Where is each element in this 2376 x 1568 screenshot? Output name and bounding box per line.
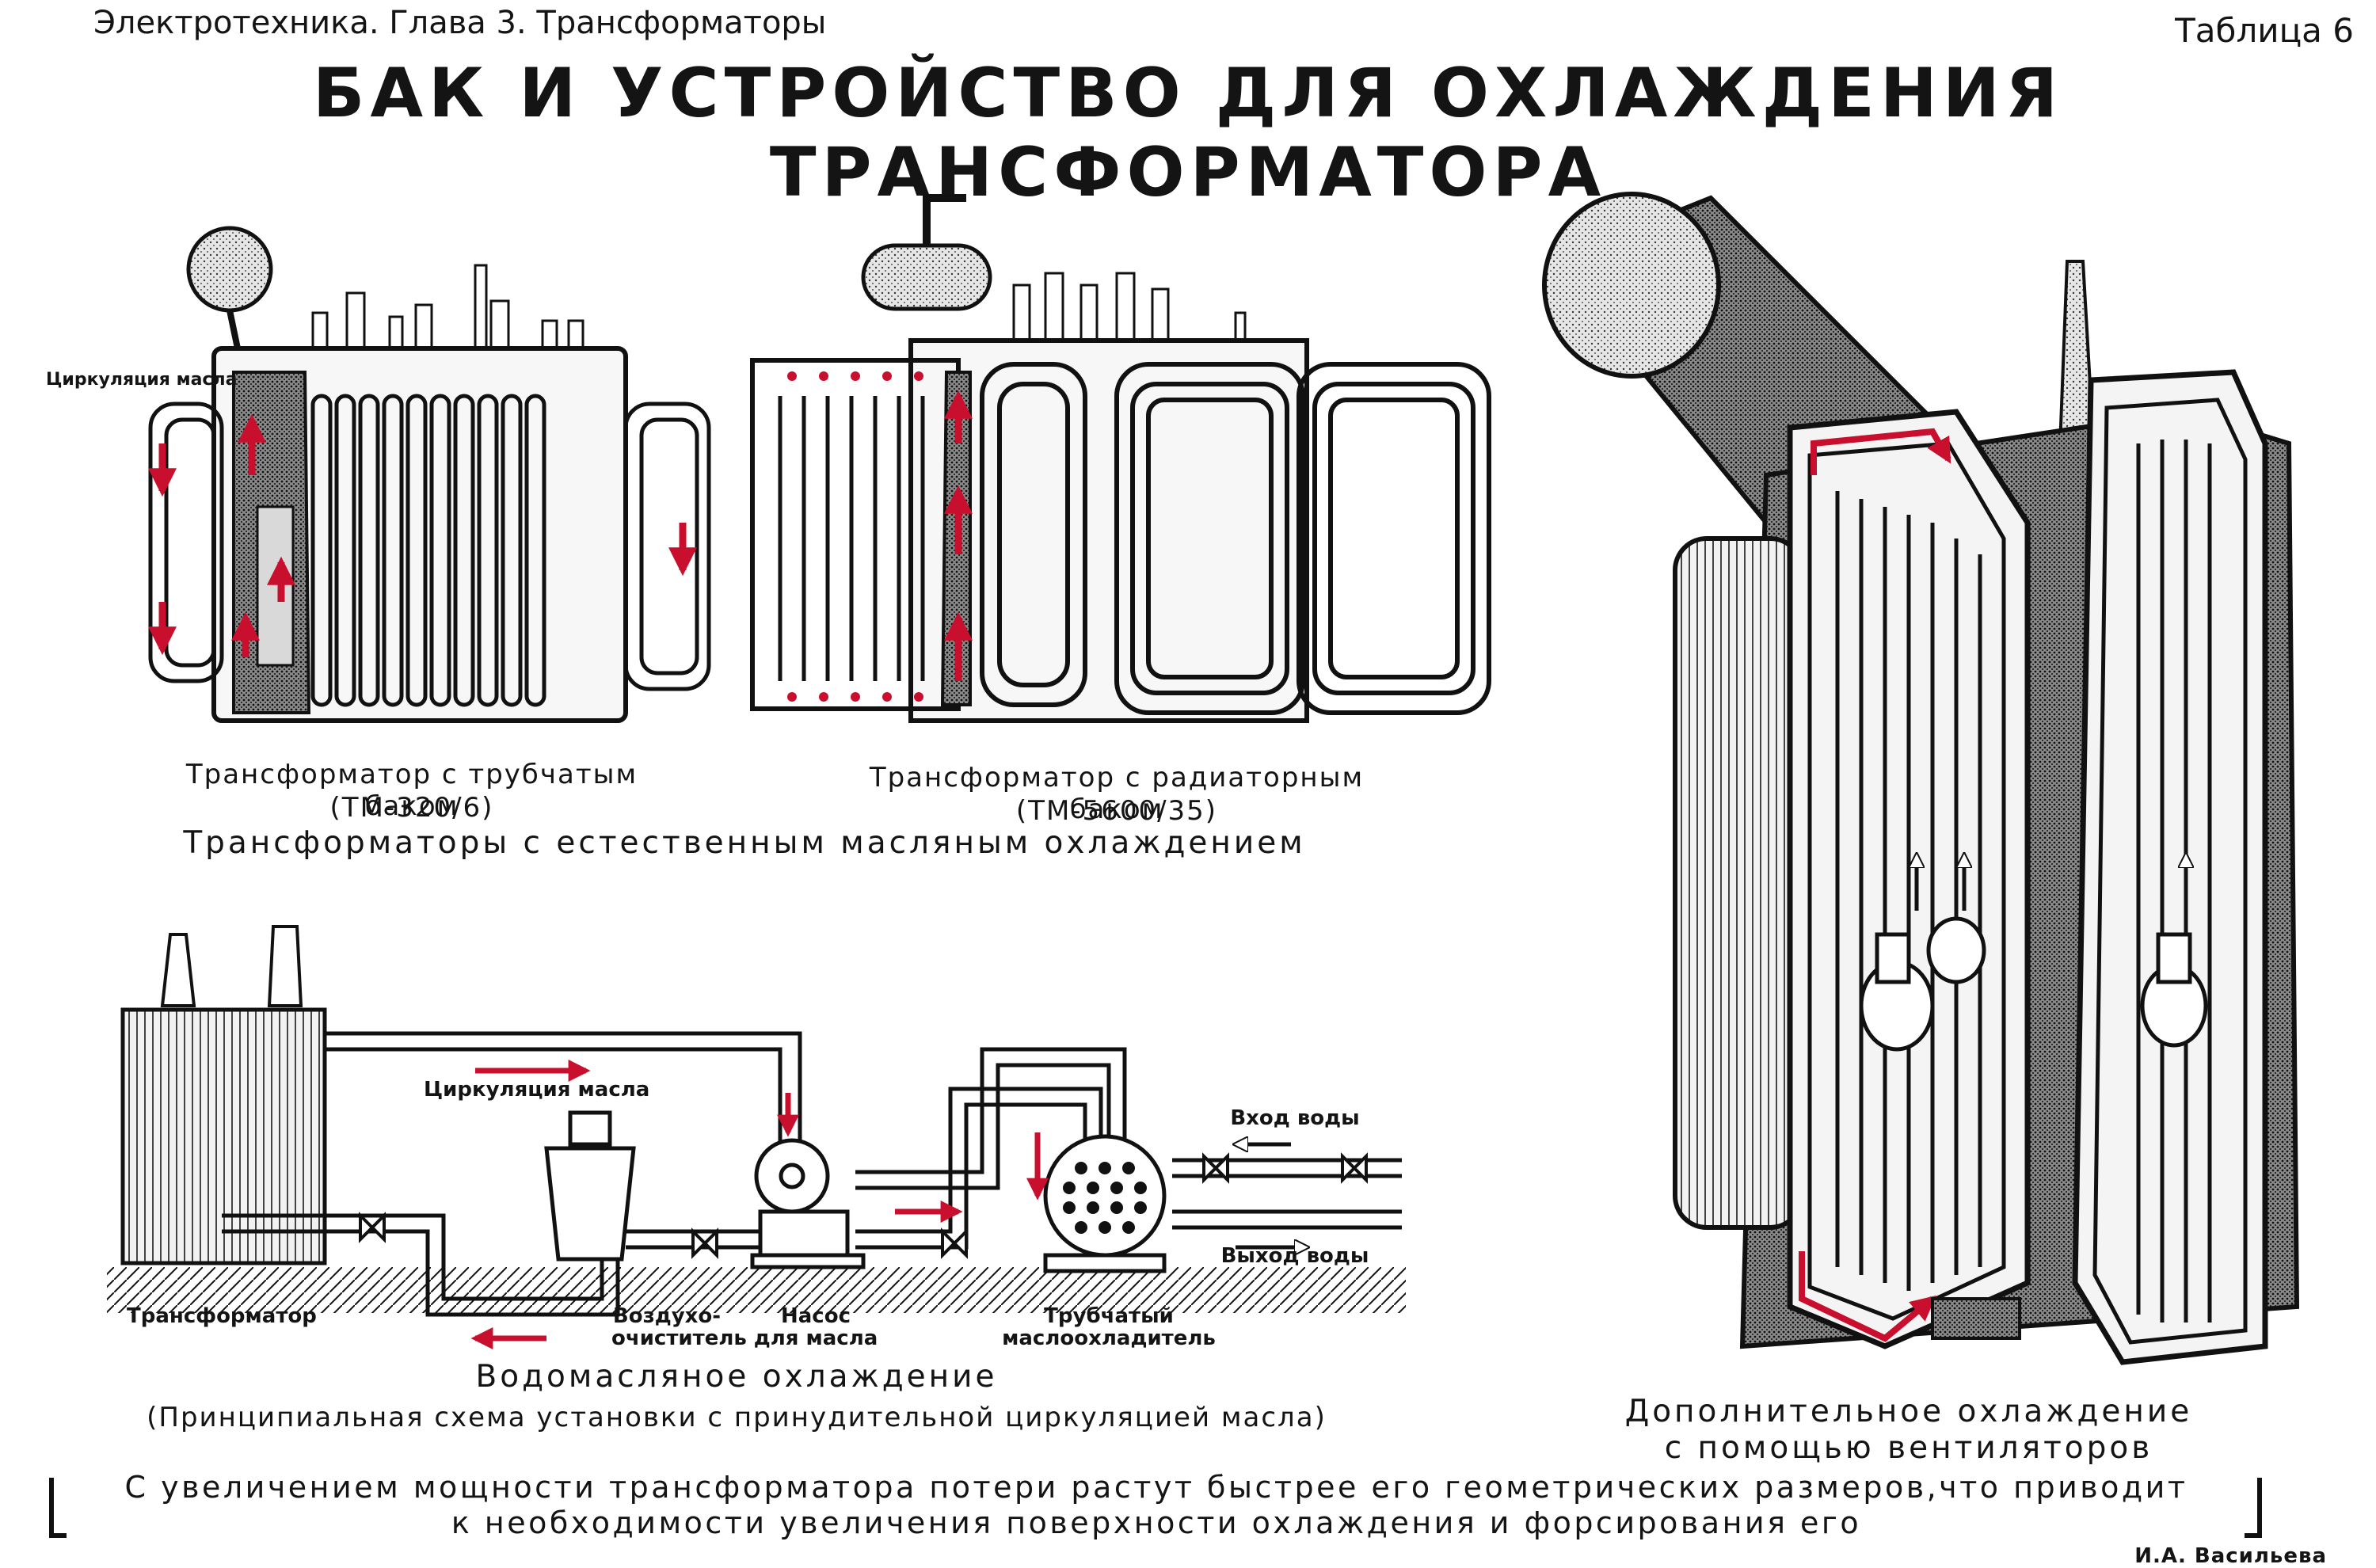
- water-in-label: Вход воды: [1230, 1106, 1360, 1130]
- pump-label-2: для масла: [753, 1326, 878, 1350]
- conservator-tank: [861, 243, 992, 311]
- radiator-sections: [980, 362, 1491, 715]
- bottom-note: С увеличением мощности трансформатора по…: [48, 1470, 2265, 1541]
- water-oil-subcaption: (Принципиальная схема установки с принуд…: [147, 1402, 1327, 1433]
- tank-body: [908, 338, 1309, 723]
- radiator-model: (ТМ-5600/35): [1015, 795, 1218, 827]
- tubular-model: (ТМ-320/6): [329, 792, 494, 824]
- airflow-arrows: [1917, 855, 2186, 911]
- bushings: [311, 264, 584, 350]
- tubular-tank-transformer: [148, 226, 711, 723]
- oil-circulation-arrows: [470, 1060, 1049, 1349]
- cooling-fans: [1859, 916, 2208, 1052]
- cooler-tubes: [1063, 1162, 1147, 1234]
- water-oil-cooling-scheme: [107, 925, 1406, 1349]
- oil-flow-arrows: [1799, 428, 1951, 1342]
- natural-cooling-caption: Трансформаторы с естественным масляным о…: [183, 825, 1306, 861]
- flow-dots: [787, 371, 923, 702]
- cooler-label-2: маслоохладитель: [1002, 1326, 1216, 1350]
- conservator-tank: [186, 226, 273, 313]
- fan-caption-1: Дополнительное охлаждение: [1624, 1394, 2193, 1429]
- tubular-circulation-label: Циркуляция масла: [46, 370, 238, 390]
- subject-line: Электротехника. Глава 3. Трансформаторы: [93, 5, 827, 41]
- note-bracket-right: [2245, 1478, 2262, 1538]
- table-number: Таблица 6: [2175, 11, 2354, 50]
- radiator-tank-transformer: [750, 194, 1491, 723]
- air-cleaner-label-2: очиститель: [611, 1326, 747, 1350]
- water-arrows: [1236, 1144, 1307, 1247]
- oil-flow-arrows: [148, 413, 697, 657]
- tubular-oil-cooler: [1043, 1134, 1167, 1273]
- air-cleaner: [544, 1110, 636, 1262]
- note-line-1: С увеличением мощности трансформатора по…: [124, 1470, 2188, 1505]
- radiator-back: [1673, 536, 1804, 1230]
- winding: [256, 505, 295, 667]
- ground-hatching: [107, 1267, 1406, 1313]
- cooler-label-1: Трубчатый: [1044, 1304, 1174, 1328]
- water-out-label: Выход воды: [1220, 1244, 1369, 1268]
- cooling-tubes: [148, 394, 711, 707]
- page-title: БАК И УСТРОЙСТВО ДЛЯ ОХЛАЖДЕНИЯ ТРАНСФОР…: [312, 54, 2064, 212]
- fan-caption-2: с помощью вентиляторов: [1664, 1430, 2153, 1466]
- scheme-transformer: [120, 1007, 327, 1265]
- note-line-2: к необходимости увеличения поверхности о…: [451, 1505, 1862, 1540]
- scheme-bushings: [160, 925, 303, 1007]
- scheme-transformer-label: Трансформатор: [127, 1304, 317, 1328]
- note-bracket-left: [49, 1478, 67, 1538]
- water-oil-caption: Водомасляное охлаждение: [475, 1359, 998, 1395]
- pump-label-1: Насос: [781, 1304, 851, 1328]
- scheme-circulation-label: Циркуляция масла: [424, 1078, 650, 1102]
- conservator-end: [1542, 192, 1721, 379]
- bushings: [1012, 272, 1247, 342]
- radiator-front: [1787, 369, 2268, 1365]
- tubular-caption: Трансформатор с трубчатым баком: [185, 759, 638, 822]
- air-cleaner-label-1: Воздухо-: [612, 1304, 722, 1328]
- radiator-caption: Трансформатор с радиаторным баком: [869, 762, 1365, 825]
- valves: [359, 1152, 1368, 1259]
- fan-cooled-transformer: [1542, 192, 2300, 1365]
- oil-pump: [750, 1138, 866, 1269]
- author-credit: И.А. Васильева: [2134, 1544, 2327, 1568]
